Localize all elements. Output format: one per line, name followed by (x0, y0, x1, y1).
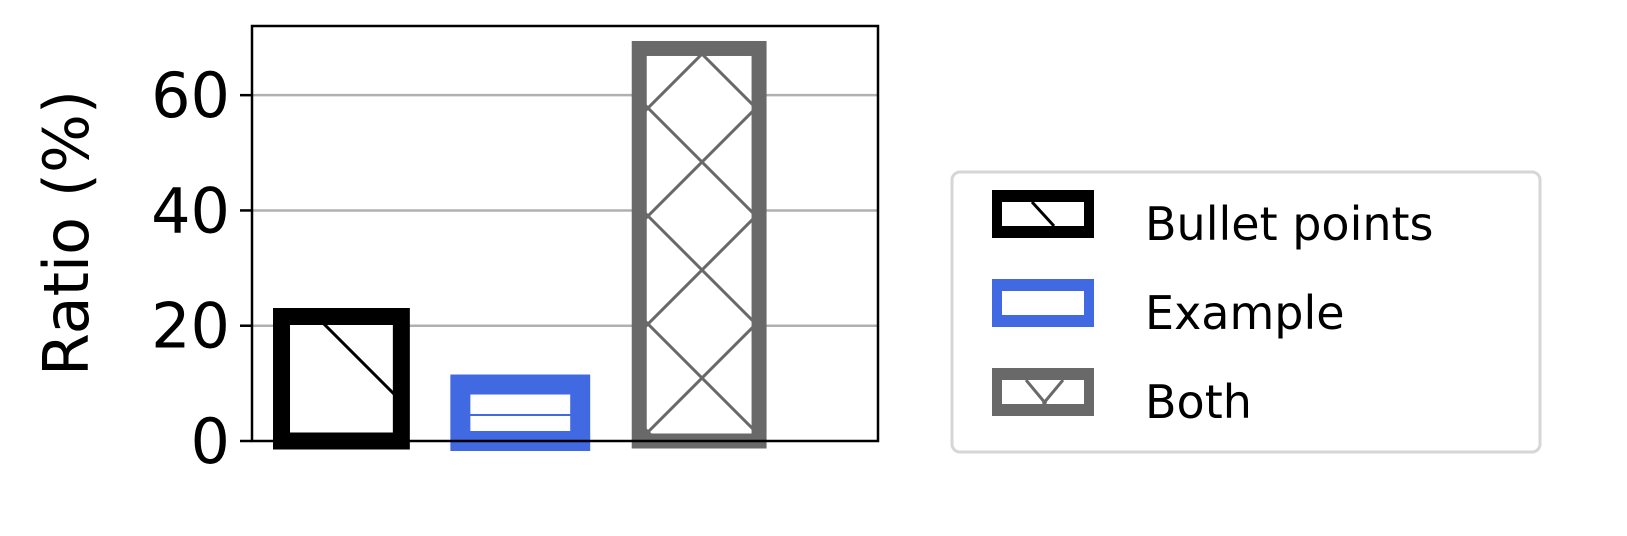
y-tick-label: 20 (151, 290, 230, 363)
bar-bullet-points (273, 308, 410, 450)
legend-item: Both (992, 368, 1252, 429)
y-axis-label: Ratio (%) (30, 90, 103, 376)
plot-frame (250, 24, 880, 443)
bar-both (631, 40, 767, 449)
y-tick-label: 0 (191, 405, 230, 478)
y-tick-label: 40 (151, 174, 230, 247)
legend-label: Example (1145, 286, 1345, 340)
legend-item: Example (992, 279, 1345, 340)
legend-frame (950, 170, 1542, 454)
legend-label: Both (1145, 375, 1252, 429)
bar-example (450, 374, 591, 451)
legend-item: Bullet points (992, 190, 1434, 251)
bar-hatch (281, 316, 402, 441)
bar-hatch (639, 48, 760, 442)
y-tick-label: 60 (151, 59, 230, 132)
legend-label: Bullet points (1145, 197, 1434, 251)
